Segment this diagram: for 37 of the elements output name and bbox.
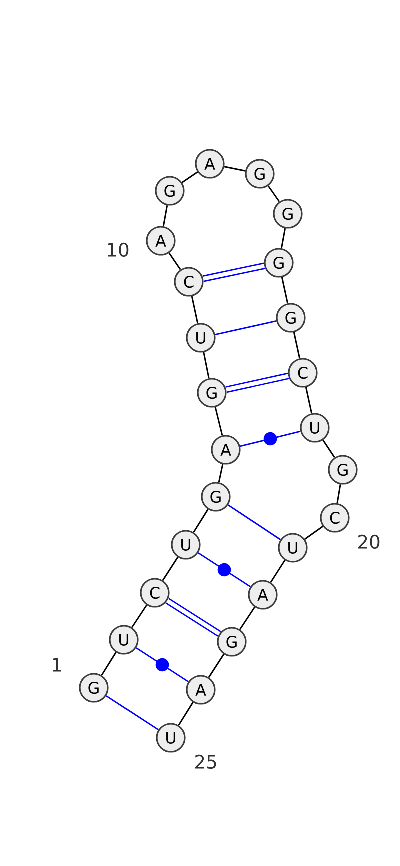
base-pair-line <box>215 320 277 336</box>
backbone-line <box>208 654 225 678</box>
backbone-line <box>218 464 224 483</box>
base-pair-line <box>228 504 282 540</box>
backbone-line <box>293 332 301 359</box>
backbone-line <box>270 560 286 583</box>
backbone-line <box>280 228 286 249</box>
base-pair-line <box>198 552 251 588</box>
base-pair-line <box>136 647 189 683</box>
backbone-line <box>322 440 336 458</box>
backbone-line <box>203 352 210 379</box>
backbone-line <box>281 277 289 304</box>
backbone-line <box>224 166 246 172</box>
backbone-line <box>132 604 148 628</box>
backbone-line <box>162 205 168 227</box>
backbone-line <box>101 652 117 676</box>
backbone-line <box>168 252 182 270</box>
base-pair-line <box>106 695 159 731</box>
position-number: 20 <box>358 534 380 550</box>
backbone-line <box>304 526 324 540</box>
backbone-line <box>214 407 224 436</box>
base-pair-line <box>240 430 301 448</box>
backbone-line <box>268 186 280 202</box>
backbone-line <box>178 702 194 726</box>
backbone-line <box>182 172 198 184</box>
backbone-line <box>162 557 179 581</box>
backbone-line <box>305 387 313 414</box>
backbone-line <box>191 296 199 324</box>
position-number: 1 <box>53 658 62 672</box>
position-number: 10 <box>108 242 129 258</box>
backbone-line <box>193 509 209 533</box>
base-pair-line <box>166 598 222 637</box>
backbone-line <box>240 606 256 630</box>
backbone-line <box>336 484 342 504</box>
position-number: 25 <box>195 754 216 770</box>
base-pair-line <box>226 372 290 394</box>
base-pair-line <box>202 262 266 282</box>
